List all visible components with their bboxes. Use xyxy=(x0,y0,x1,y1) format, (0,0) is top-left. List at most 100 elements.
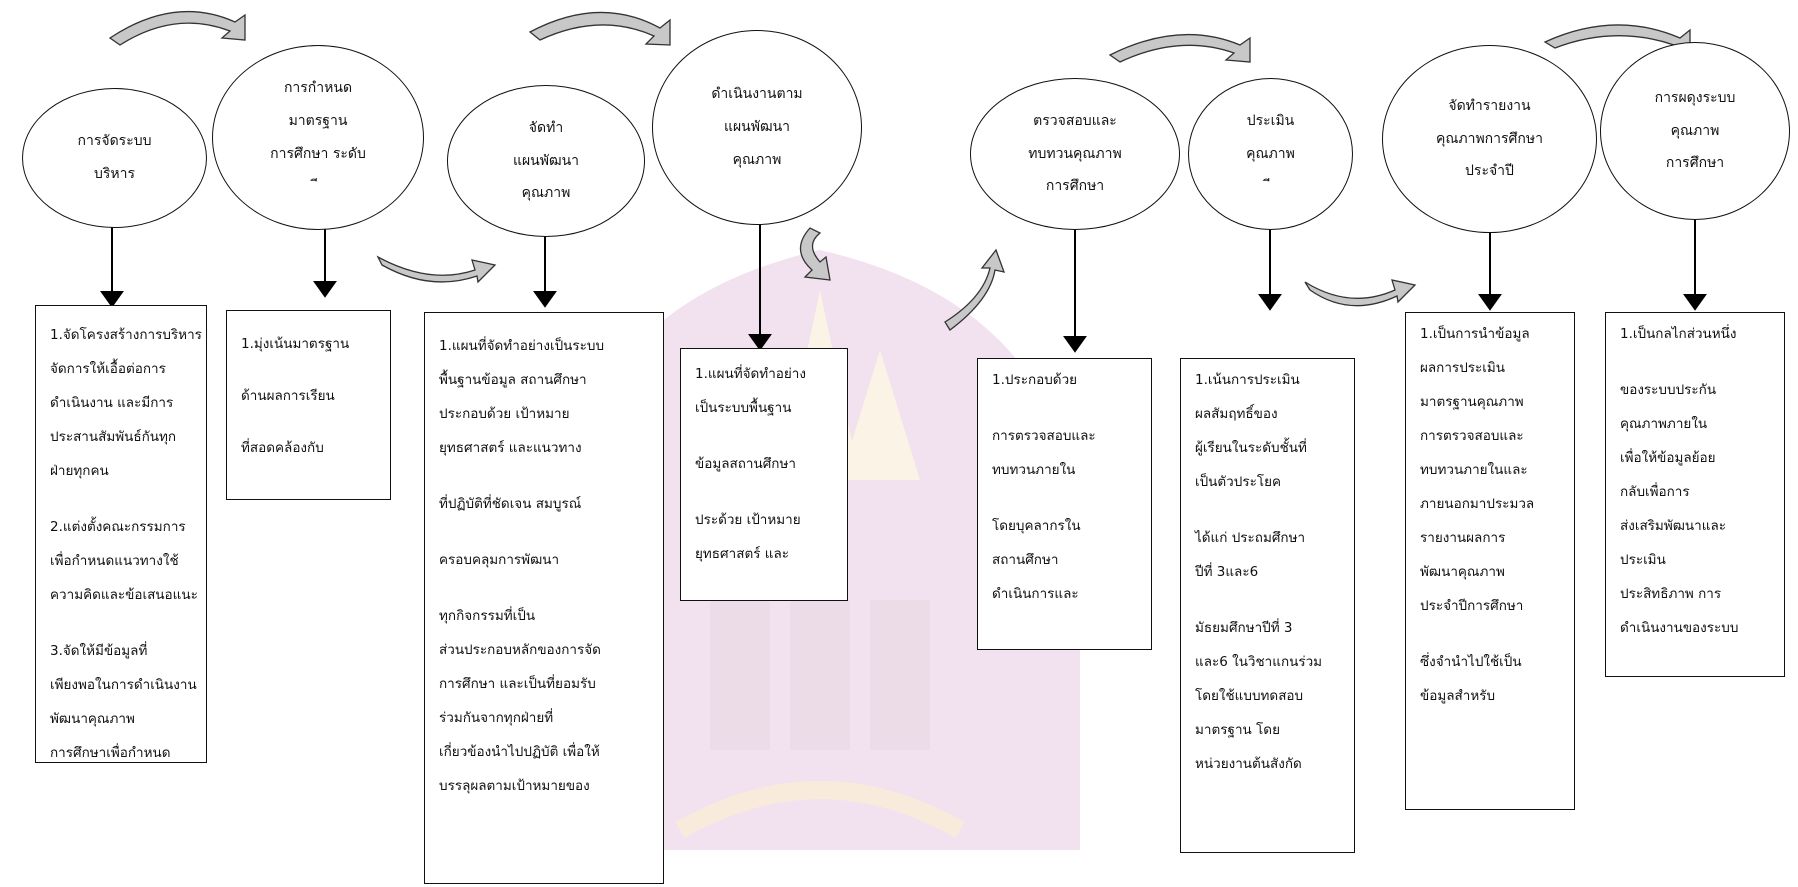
box-line: กลับเพื่อการ xyxy=(1620,484,1690,500)
box-line xyxy=(1195,499,1346,521)
circle-line: การศึกษา xyxy=(1045,178,1105,195)
step-circle-management-system: การจัดระบบ บริหาร xyxy=(22,88,207,228)
detail-box-review: 1.ประกอบด้วย การตรวจสอบและ ทบทวนภายใน โด… xyxy=(977,358,1152,650)
detail-box-sustain-system: 1.เป็นกลไกส่วนหนึ่ง ของระบบประกัน คุณภาพ… xyxy=(1605,312,1785,677)
circle-line: มาตรฐาน xyxy=(288,112,348,129)
box-line: ข้อมูลสำหรับ xyxy=(1420,688,1496,704)
box-line: การศึกษา และเป็นที่ยอมรับ xyxy=(439,676,596,692)
circle-line: แผนพัฒนา xyxy=(723,119,791,136)
box-line: มาตรฐาน โดย xyxy=(1195,722,1280,738)
box-line: มัธยมศึกษาปีที่ 3 xyxy=(1195,620,1293,636)
box-line: จัดการให้เอื้อต่อการ xyxy=(50,361,166,377)
box-line: 1.เป็นการนำข้อมูล xyxy=(1420,326,1530,342)
box-line: ทุกกิจกรรมที่เป็น xyxy=(439,608,536,624)
circle-line: การศึกษา xyxy=(1665,155,1725,172)
box-line: ประกอบด้วย เป้าหมาย xyxy=(439,406,570,422)
box-line xyxy=(439,521,655,543)
box-line: ภายนอกมาประมวล xyxy=(1420,496,1535,512)
step-circle-review: ตรวจสอบและ ทบทวนคุณภาพ การศึกษา xyxy=(970,78,1180,230)
box-line: หน่วยงานต้นสังกัด xyxy=(1195,756,1302,772)
box-line: เพียงพอในการดำเนินงาน xyxy=(50,677,197,693)
circle-line: ดำเนินงานตาม xyxy=(711,86,803,103)
circle-line: จัดทำรายงาน xyxy=(1448,97,1531,114)
curved-arrow-1 xyxy=(108,11,246,46)
box-line: การตรวจสอบและ xyxy=(1420,428,1524,444)
step-circle-standards: การกำหนด มาตรฐาน การศึกษา ระดับ ี xyxy=(212,45,424,230)
box-line: ผลการประเมิน xyxy=(1420,360,1506,376)
box-line: ความคิดและข้อเสนอแนะ xyxy=(50,587,198,603)
box-line: พัฒนาคุณภาพ xyxy=(50,711,135,727)
box-line: ยุทธศาสตร์ และ xyxy=(695,546,789,562)
box-line xyxy=(439,465,655,487)
box-line: การตรวจสอบและ xyxy=(992,428,1096,444)
step-circle-annual-report: จัดทำรายงาน คุณภาพการศึกษา ประจำปี xyxy=(1382,45,1597,233)
box-line: 2.แต่งตั้งคณะกรรมการ xyxy=(50,519,186,535)
box-line: ดำเนินการและ xyxy=(992,586,1079,602)
box-line: ดำเนินงาน และมีการ xyxy=(50,395,174,411)
box-line: พื้นฐานข้อมูล สถานศึกษา xyxy=(439,372,587,388)
box-line: 1.จัดโครงสร้างการบริหาร xyxy=(50,327,202,343)
box-line: เกี่ยวข้องนำไปปฏิบัติ เพื่อให้ xyxy=(439,744,600,760)
circle-line: จัดทำ xyxy=(528,119,564,136)
detail-box-management-system: 1.จัดโครงสร้างการบริหาร จัดการให้เอื้อต่… xyxy=(35,305,207,763)
box-line: ของระบบประกัน xyxy=(1620,382,1717,398)
box-line: ร่วมกันจากทุกฝ่ายที่ xyxy=(439,710,554,726)
box-line: ซึ่งจำนำไปใช้เป็น xyxy=(1420,654,1522,670)
box-line xyxy=(1620,351,1776,373)
box-line: พัฒนาคุณภาพ xyxy=(1420,564,1505,580)
box-line: 1.มุ่งเน้นมาตรฐาน xyxy=(241,336,350,352)
box-line: มาตรฐานคุณภาพ xyxy=(1420,394,1524,410)
box-line: สถานศึกษา xyxy=(992,552,1059,568)
box-line: 1.เน้นการประเมิน xyxy=(1195,372,1300,388)
step-circle-evaluate: ประเมิน คุณภาพ ี xyxy=(1188,78,1353,230)
box-line: โดยใช้แบบทดสอบ xyxy=(1195,688,1304,704)
box-line: ประเมิน xyxy=(1620,552,1666,568)
step-circle-sustain-system: การผดุงระบบ คุณภาพ การศึกษา xyxy=(1600,42,1790,220)
detail-box-annual-report: 1.เป็นการนำข้อมูล ผลการประเมิน มาตรฐานคุ… xyxy=(1405,312,1575,810)
circle-line: คุณภาพ xyxy=(521,185,571,202)
box-line: บรรลุผลตามเป้าหมายของ xyxy=(439,778,590,794)
box-line: ข้อมูลสถานศึกษา xyxy=(695,456,796,472)
box-line: เป็นตัวประโยค xyxy=(1195,474,1282,490)
box-line xyxy=(1420,623,1566,645)
box-line: การศึกษาเพื่อกำหนด xyxy=(50,745,171,761)
box-line: ได้แก่ ประถมศึกษา xyxy=(1195,530,1306,546)
box-line: 1.แผนที่จัดทำอย่างเป็นระบบ xyxy=(439,338,605,354)
box-line: เพื่อกำหนดแนวทางใช้ xyxy=(50,553,179,569)
box-line: เป็นระบบพื้นฐาน xyxy=(695,400,792,416)
circle-line: การศึกษา ระดับ xyxy=(270,145,366,162)
detail-box-quality-plan: 1.แผนที่จัดทำอย่างเป็นระบบ พื้นฐานข้อมูล… xyxy=(424,312,664,884)
box-line: ที่สอดคล้องกับ xyxy=(241,440,324,456)
detail-box-implement-plan: 1.แผนที่จัดทำอย่าง เป็นระบบพื้นฐาน ข้อมู… xyxy=(680,348,848,601)
curved-arrow-2 xyxy=(528,11,671,46)
step-circle-implement-plan: ดำเนินงานตาม แผนพัฒนา คุณภาพ xyxy=(652,30,862,225)
box-line xyxy=(695,481,839,503)
box-line: ที่ปฏิบัติที่ชัดเจน สมบูรณ์ xyxy=(439,496,582,512)
box-line xyxy=(992,487,1143,509)
circle-line: ประเมิน xyxy=(1246,112,1295,129)
box-line: คุณภาพภายใน xyxy=(1620,416,1708,432)
circle-line: แผนพัฒนา xyxy=(512,152,580,169)
curved-arrow-3 xyxy=(1108,33,1251,63)
box-line xyxy=(992,397,1143,419)
box-line xyxy=(695,425,839,447)
curved-arrow-6 xyxy=(1304,279,1417,307)
circle-line: ตรวจสอบและ xyxy=(1033,112,1117,129)
circle-line: คุณภาพ xyxy=(1246,145,1295,162)
circle-line: คุณภาพ xyxy=(732,151,782,168)
box-line: เพื่อให้ข้อมูลย้อย xyxy=(1620,450,1716,466)
box-line: ประด้วย เป้าหมาย xyxy=(695,512,801,528)
box-line: ยุทธศาสตร์ และแนวทาง xyxy=(439,440,582,456)
curved-arrow-7 xyxy=(799,227,831,281)
box-line: โดยบุคลากรใน xyxy=(992,518,1081,534)
circle-line: ทบทวนคุณภาพ xyxy=(1028,145,1122,162)
box-line: ประสิทธิภาพ การ xyxy=(1620,586,1722,602)
box-line: 1.เป็นกลไกส่วนหนึ่ง xyxy=(1620,326,1737,342)
box-line xyxy=(50,488,198,510)
box-line: ปีที่ 3และ6 xyxy=(1195,564,1259,580)
box-line: ดำเนินงานของระบบ xyxy=(1620,620,1739,636)
box-line: 3.จัดให้มีข้อมูลที่ xyxy=(50,643,148,659)
circle-line: การผดุงระบบ xyxy=(1654,89,1736,106)
box-line xyxy=(50,612,198,634)
box-line: ประสานสัมพันธ์กันทุก xyxy=(50,429,177,445)
